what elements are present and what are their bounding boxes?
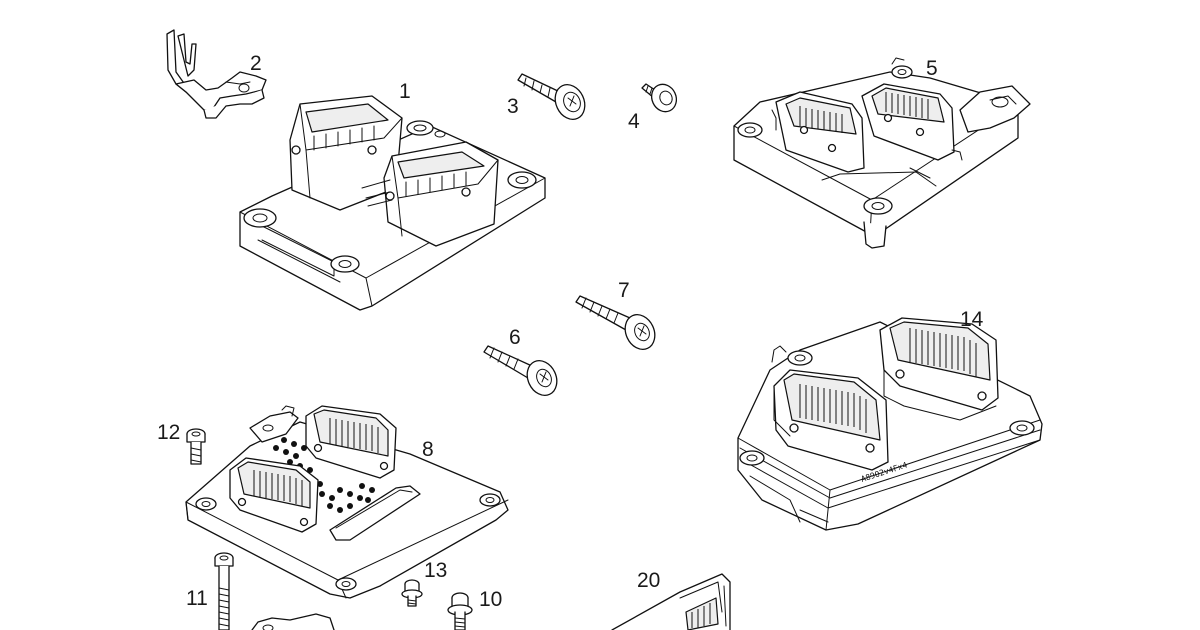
callout-7: 7 [618,279,630,302]
part-5-ecu [733,57,1031,249]
part-10-screw [447,592,473,630]
partial-part-bottom [251,613,335,630]
callout-10: 10 [479,588,502,611]
callout-4: 4 [628,110,640,133]
part-1-ecu [239,95,546,311]
callout-2: 2 [250,52,262,75]
callout-13: 13 [424,559,447,582]
callout-3: 3 [507,95,519,118]
callout-5: 5 [926,57,938,80]
callout-6: 6 [509,326,521,349]
part-6-screw [483,345,558,397]
callout-20: 20 [637,569,660,592]
part-13-screw [401,579,423,607]
part-2-bracket [166,29,267,119]
part-8-ecu [185,405,509,599]
part-3-torx-screw [517,73,586,121]
callout-11: 11 [186,587,208,610]
part-20-ecu [611,573,731,630]
callout-14: 14 [960,308,984,331]
callout-labels: 2 1 3 4 5 7 6 14 12 8 13 20 11 10 [157,52,984,611]
part-12-screw [186,428,206,465]
part-4-small-screw [641,83,678,113]
callout-8: 8 [422,438,434,461]
part-7-screw [575,295,656,351]
callout-1: 1 [399,80,411,103]
callout-12: 12 [157,421,180,444]
part-11-long-screw [214,552,234,630]
part-14-ecu: A89O2v4Fx4 [737,317,1043,531]
